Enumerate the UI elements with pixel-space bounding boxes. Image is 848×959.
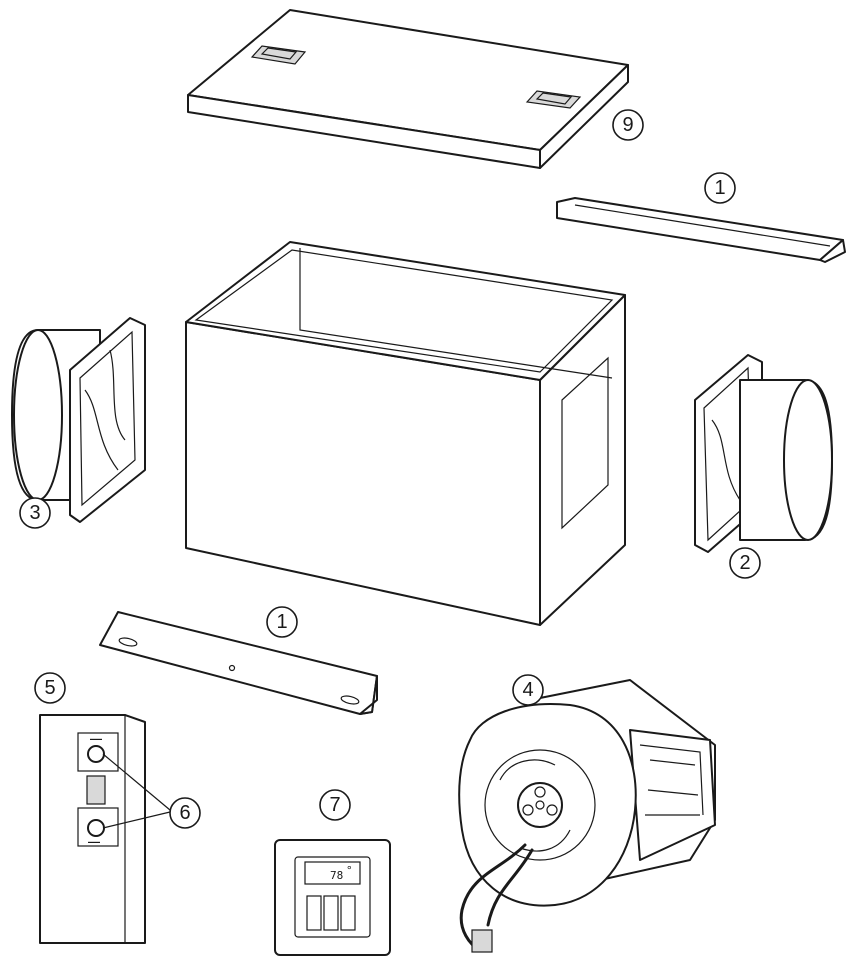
bottom-mounting-bracket — [99, 611, 378, 715]
thermostat-button-3 — [340, 895, 356, 931]
svg-text:4: 4 — [522, 679, 533, 701]
blower-hub — [517, 782, 563, 828]
callout-right-collar: 2 — [729, 547, 761, 579]
svg-text:6: 6 — [179, 802, 190, 824]
svg-text:1: 1 — [714, 177, 725, 199]
callout-bottom-bracket: 1 — [266, 606, 298, 638]
bracket-slot-left — [118, 637, 138, 647]
callout-knobs: 6 — [169, 797, 201, 829]
svg-text:3: 3 — [29, 502, 40, 524]
thermostat-button-1 — [306, 895, 322, 931]
svg-text:▬▬▬: ▬▬▬ — [90, 736, 102, 741]
callout-blower: 4 — [512, 674, 544, 706]
svg-text:5: 5 — [44, 677, 55, 699]
right-duct-collar — [694, 354, 833, 553]
svg-text:1: 1 — [276, 611, 287, 633]
callout-thermostat: 7 — [319, 789, 351, 821]
thermostat-unit: ° — [346, 864, 353, 877]
callout-lid: 9 — [612, 109, 644, 141]
blower-inlet-ring — [484, 749, 596, 861]
control-plate-lower: ▬▬▬ — [77, 807, 119, 847]
thermostat-button-2 — [323, 895, 339, 931]
svg-text:2: 2 — [739, 552, 750, 574]
thermostat-reading: 78 — [330, 869, 343, 882]
svg-text:9: 9 — [622, 114, 633, 136]
control-knob-lower — [87, 819, 105, 837]
blower-fan — [458, 679, 716, 953]
callout-left-collar: 3 — [19, 497, 51, 529]
knob-leader-line-lower — [102, 811, 171, 829]
lid-panel — [187, 9, 629, 169]
callout-top-bracket: 1 — [704, 172, 736, 204]
cabinet-box — [185, 241, 626, 626]
blower-wire-harness — [459, 843, 527, 952]
svg-text:7: 7 — [329, 794, 340, 816]
control-switch — [86, 775, 106, 805]
cabinet-side-access-panel — [561, 356, 609, 530]
control-knob-upper — [87, 745, 105, 763]
lid-latch-right — [525, 90, 582, 109]
control-plate-upper: ▬▬▬ — [77, 732, 119, 772]
bracket-hole — [228, 664, 236, 672]
svg-text:▬▬▬: ▬▬▬ — [88, 839, 100, 844]
left-duct-collar — [11, 317, 146, 523]
control-box: ▬▬▬ ▬▬▬ — [39, 714, 171, 944]
lid-latch-left — [250, 45, 307, 65]
callout-control-box: 5 — [34, 672, 66, 704]
top-mounting-bracket — [556, 197, 846, 263]
thermostat-lcd — [304, 861, 361, 885]
knob-leader-line-upper — [102, 753, 171, 811]
wall-thermostat: 78 ° — [274, 839, 391, 956]
bracket-slot-right — [340, 695, 360, 705]
blower-wire-connector — [471, 929, 493, 953]
